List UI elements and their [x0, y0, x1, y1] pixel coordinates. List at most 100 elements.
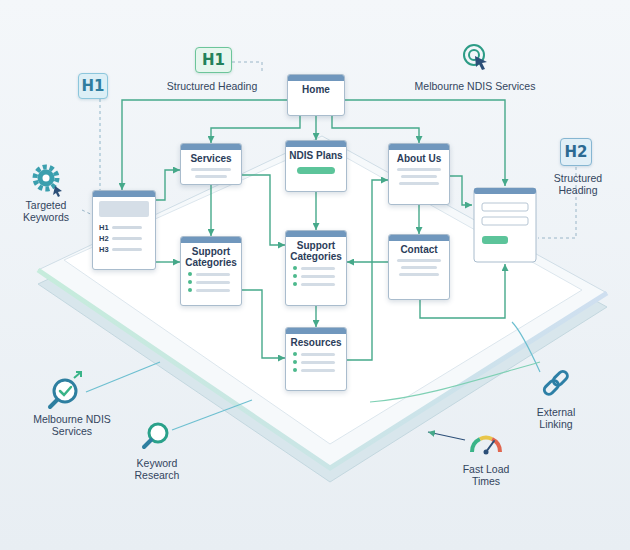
- page-window: NDIS Plans: [285, 140, 347, 192]
- page-window: Support Categories: [285, 230, 347, 306]
- callout-label: Targeted Keywords: [11, 199, 81, 223]
- bullet-dot: [293, 360, 297, 364]
- target-icon: [464, 45, 487, 70]
- bullet-dot: [293, 282, 297, 286]
- heading-row: H1: [93, 222, 155, 232]
- bullet-row: [293, 266, 346, 270]
- flow-arrow: [242, 290, 285, 358]
- bullet-dot: [188, 280, 192, 284]
- text-line: [196, 289, 230, 292]
- window-bar: [286, 141, 346, 147]
- bullet-dot: [293, 274, 297, 278]
- flow-arrow: [156, 170, 180, 200]
- heading-level: H3: [99, 245, 112, 254]
- bullet-row: [293, 352, 346, 356]
- action-button: [297, 167, 335, 174]
- bullet-row: [188, 288, 241, 292]
- gear-icon: [35, 167, 62, 197]
- bullet-row: [188, 280, 241, 284]
- leader-connector: [100, 99, 101, 190]
- heading-row: H2: [93, 233, 155, 243]
- bullet-row: [293, 274, 346, 278]
- input-field: [482, 203, 528, 211]
- window-bar: [389, 235, 449, 241]
- text-line: [397, 168, 441, 171]
- heading-level: H1: [99, 223, 112, 232]
- window-frame: [474, 188, 536, 262]
- chain-link: [543, 379, 561, 397]
- bullet-dot: [293, 352, 297, 356]
- speed-gauge-icon: [472, 438, 500, 455]
- flow-arrow: [347, 261, 388, 262]
- flow-arrow: [315, 192, 316, 230]
- cursor-symbol: [53, 186, 62, 197]
- cursor-symbol: [475, 56, 487, 70]
- text-line: [112, 226, 142, 229]
- text-line: [301, 353, 335, 356]
- flow-line: [450, 176, 472, 205]
- flow-arrow: [418, 205, 419, 234]
- callout-label: Keyword Research: [122, 457, 192, 481]
- window-bar: [474, 188, 536, 194]
- gauge-hub: [484, 450, 489, 455]
- page-title: Home: [288, 84, 344, 95]
- text-line: [301, 267, 335, 270]
- arrow-symbol: [74, 372, 81, 378]
- text-line: [196, 273, 230, 276]
- page-title: NDIS Plans: [286, 150, 346, 161]
- flow-arrow: [122, 100, 287, 190]
- window-bar: [93, 191, 155, 197]
- page-title: Support Categories: [181, 246, 241, 268]
- callout-label: Structured Heading: [546, 172, 610, 196]
- callout-label: External Linking: [523, 406, 589, 430]
- page-window: Resources: [285, 327, 347, 391]
- flow-arrow: [347, 180, 388, 360]
- leader-line: [428, 432, 465, 440]
- bullet-row: [293, 360, 346, 364]
- gauge-arc: [472, 439, 480, 452]
- text-line: [196, 281, 230, 284]
- input-field: [482, 217, 528, 225]
- gear-body: [38, 170, 55, 187]
- platform-top: [38, 136, 607, 468]
- page-window: Home: [287, 74, 345, 116]
- text-line: [301, 361, 335, 364]
- text-line: [112, 248, 142, 251]
- callout-label: Fast Load Times: [456, 463, 516, 487]
- heading-level: H2: [99, 234, 112, 243]
- magnifier-handle: [50, 400, 57, 407]
- callout-label: Melbourne NDIS Services: [400, 80, 550, 92]
- heading-structure-window: H1H2H3: [92, 190, 156, 270]
- leader-line: [512, 322, 540, 372]
- magnifier-handle: [144, 440, 151, 447]
- text-line: [301, 283, 335, 286]
- page-title: Resources: [286, 337, 346, 348]
- window-bar: [286, 328, 346, 334]
- flow-arrow: [315, 306, 316, 327]
- heading-badge: H1: [78, 73, 108, 99]
- text-line: [191, 168, 231, 171]
- text-line: [399, 273, 439, 276]
- text-line: [401, 266, 437, 269]
- window-bar: [288, 75, 344, 81]
- flow-arrow: [210, 185, 211, 236]
- page-window: Services: [180, 143, 242, 185]
- heading-tag: H2: [565, 144, 588, 160]
- search-check-icon: [50, 372, 81, 407]
- bullet-dot: [293, 266, 297, 270]
- text-line: [301, 275, 335, 278]
- page-window: About Us: [388, 143, 450, 205]
- window-bar: [181, 144, 241, 150]
- page-window: Support Categories: [180, 236, 242, 306]
- text-line: [401, 175, 437, 178]
- leader-line: [172, 400, 252, 430]
- page-window: Contact: [388, 234, 450, 300]
- window-bar: [286, 231, 346, 237]
- gear-teeth: [35, 167, 57, 189]
- text-line: [397, 259, 441, 262]
- gauge-arc: [480, 438, 492, 439]
- image-placeholder: [99, 201, 149, 217]
- bullet-row: [293, 282, 346, 286]
- page-title: Contact: [389, 244, 449, 255]
- heading-badge: H2: [560, 138, 592, 166]
